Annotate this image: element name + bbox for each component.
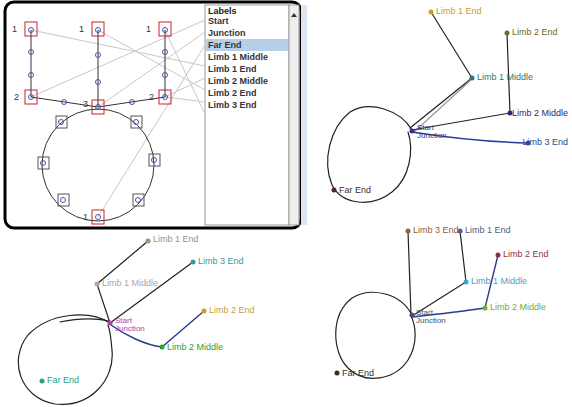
point-dot — [191, 260, 196, 265]
callout-number: 1 — [146, 25, 151, 34]
point-dot — [505, 31, 510, 36]
point-label: Start — [115, 317, 132, 325]
point-label: Start — [416, 309, 433, 317]
list-item: Limb 2 End — [208, 89, 257, 98]
point-dot — [410, 313, 415, 318]
list-item: Far End — [208, 41, 242, 50]
point-label: Limb 2 End — [512, 28, 558, 37]
editor-screenshot — [5, 2, 307, 228]
sketch-three — [336, 231, 498, 378]
list-item: Limb 1 Middle — [208, 53, 268, 62]
list-item: Limb 2 Middle — [208, 77, 268, 86]
point-dot — [335, 371, 340, 376]
point-dot — [202, 309, 207, 314]
point-label: Limb 1 Middle — [102, 279, 158, 288]
point-label: Limb 3 End — [522, 138, 568, 147]
sketch-two — [18, 241, 204, 404]
point-label: Limb 2 End — [503, 250, 549, 259]
point-label: Junction — [417, 132, 447, 140]
callout-number: 2 — [149, 93, 154, 102]
point-label: Limb 3 End — [413, 226, 459, 235]
list-item: Limb 3 End — [208, 101, 257, 110]
point-dot — [40, 379, 45, 384]
point-label: Limb 2 Middle — [167, 343, 223, 352]
point-label: Limb 1 Middle — [477, 73, 533, 82]
point-dot — [160, 345, 165, 350]
point-dot — [332, 188, 337, 193]
point-label: Limb 1 Middle — [471, 277, 527, 286]
point-dot — [146, 239, 151, 244]
point-dot — [483, 306, 488, 311]
point-dot — [406, 229, 411, 234]
list-header: Labels — [208, 7, 237, 16]
point-label: Far End — [339, 186, 371, 195]
callout-number: 1 — [12, 25, 17, 34]
point-label: Far End — [47, 376, 79, 385]
callout-number: 1 — [79, 25, 84, 34]
point-dot — [508, 111, 513, 116]
point-label: Limb 1 End — [465, 226, 511, 235]
point-label: Limb 1 End — [436, 7, 482, 16]
list-item: Start — [208, 17, 229, 26]
point-dot — [464, 280, 469, 285]
point-dot — [108, 321, 113, 326]
callout-number: 3 — [83, 100, 88, 109]
callout-number: 2 — [14, 93, 19, 102]
sketch-one — [328, 12, 528, 202]
callout-number: 1 — [83, 213, 88, 222]
point-dot — [470, 76, 475, 81]
point-dot — [410, 129, 415, 134]
point-label: Limb 3 End — [198, 257, 244, 266]
point-label: Junction — [115, 325, 145, 333]
point-dot — [95, 282, 100, 287]
point-label: Far End — [342, 369, 374, 378]
point-label: Junction — [416, 317, 446, 325]
list-item: Junction — [208, 29, 246, 38]
point-label: Limb 2 Middle — [512, 109, 568, 118]
point-dot — [429, 10, 434, 15]
point-label: Limb 1 End — [153, 235, 199, 244]
point-label: Start — [417, 124, 434, 132]
point-dot — [496, 253, 501, 258]
point-label: Limb 2 End — [209, 306, 255, 315]
list-item: Limb 1 End — [208, 65, 257, 74]
point-label: Limb 2 Middle — [490, 303, 546, 312]
